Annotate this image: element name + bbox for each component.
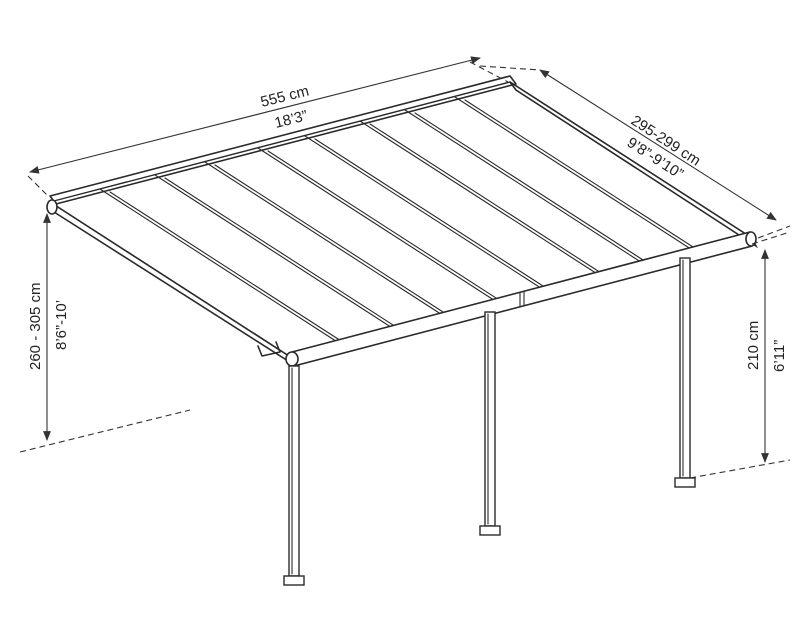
length-metric-label: 555 cm bbox=[259, 82, 311, 110]
post-right bbox=[674, 257, 696, 488]
wall-height-imperial-label: 8’6”-10’ bbox=[53, 300, 70, 350]
posts bbox=[283, 257, 696, 586]
length-imperial-label: 18’3” bbox=[273, 107, 309, 132]
wall-height-metric-label: 260 - 305 cm bbox=[27, 282, 44, 370]
post-middle bbox=[479, 311, 501, 536]
length-dimension-line bbox=[29, 56, 481, 174]
left-end-cap bbox=[46, 199, 58, 215]
post-height-imperial-label: 6’11” bbox=[771, 340, 788, 372]
post-left bbox=[283, 365, 305, 586]
front-right-end-cap bbox=[745, 231, 757, 247]
post-height-metric-label: 210 cm bbox=[745, 321, 762, 370]
dimension-lines bbox=[19, 56, 791, 479]
depth-dimension-line bbox=[539, 69, 777, 221]
wall-bracket bbox=[257, 341, 281, 357]
front-left-end-cap bbox=[285, 351, 299, 367]
